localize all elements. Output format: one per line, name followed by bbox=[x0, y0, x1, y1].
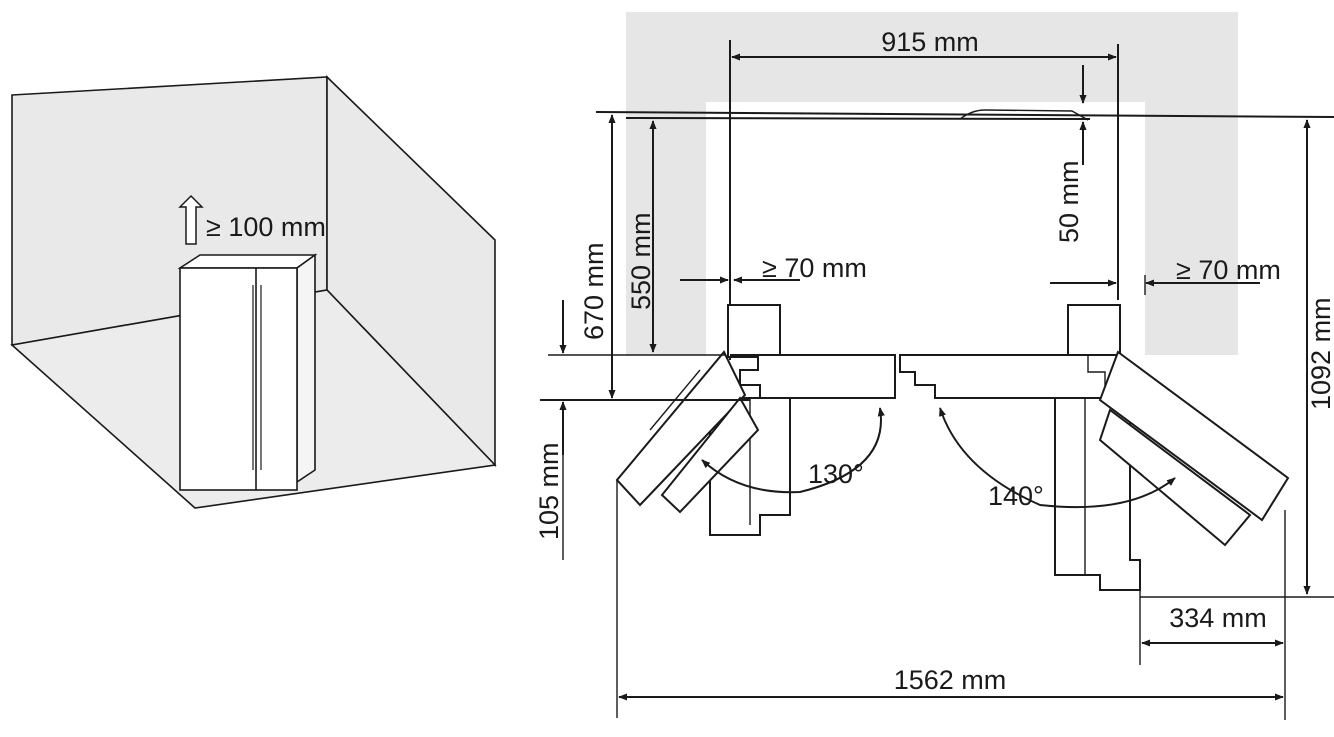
fridge-front-left bbox=[730, 354, 896, 399]
clearance-zone bbox=[626, 12, 1238, 355]
dim-334-label: 334 mm bbox=[1169, 603, 1267, 633]
fridge-3d bbox=[177, 253, 318, 491]
hinge-block-right bbox=[1067, 304, 1121, 358]
room-perspective: ≥ 100 mm bbox=[10, 75, 497, 509]
back-notch bbox=[959, 109, 1089, 121]
angle-130-label: 130° bbox=[808, 459, 864, 489]
angle-140-arc bbox=[939, 407, 1176, 509]
fridge-front bbox=[179, 267, 298, 491]
back-wall-line bbox=[595, 111, 1334, 118]
dim-1562-label: 1562 mm bbox=[894, 665, 1007, 695]
dim-50-label: 50 mm bbox=[1054, 160, 1084, 243]
hinge-block-left bbox=[727, 304, 781, 358]
arrow-up-icon bbox=[178, 194, 204, 245]
dim-670-label: 670 mm bbox=[579, 242, 609, 340]
fridge-side bbox=[296, 253, 316, 484]
angle-130-arc bbox=[701, 407, 885, 494]
fridge-front-right bbox=[899, 354, 1119, 399]
dim-550-label: 550 mm bbox=[626, 212, 656, 310]
dim-70-right-label: ≥ 70 mm bbox=[1176, 255, 1281, 285]
dim-915-label: 915 mm bbox=[881, 27, 979, 57]
dim-70-left-label: ≥ 70 mm bbox=[762, 253, 867, 283]
top-view-plan: 915 mm 50 mm 670 mm 550 mm ≥ 70 mm ≥ 70 … bbox=[534, 12, 1334, 720]
fridge-top bbox=[177, 254, 318, 269]
back-wall-inner bbox=[625, 117, 1091, 120]
angle-140-label: 140° bbox=[988, 481, 1044, 511]
dim-105-label: 105 mm bbox=[534, 442, 564, 540]
top-clearance-label: ≥ 100 mm bbox=[206, 212, 326, 242]
dim-1092-label: 1092 mm bbox=[1306, 297, 1334, 410]
